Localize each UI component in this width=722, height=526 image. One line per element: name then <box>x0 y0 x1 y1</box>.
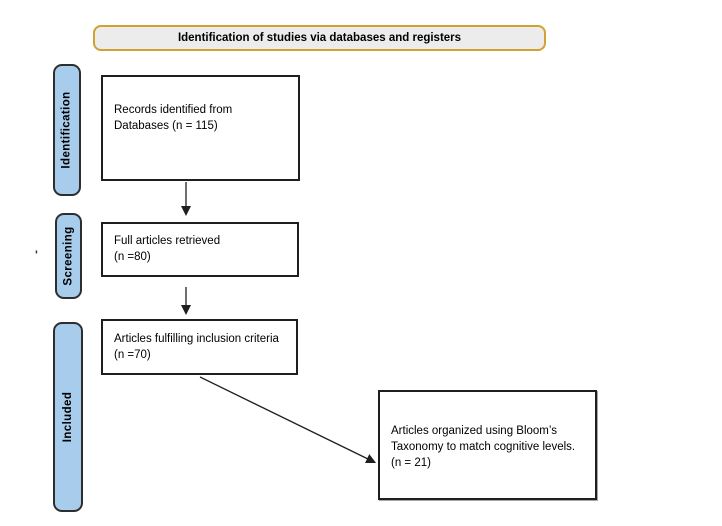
banner-label: Identification of studies via databases … <box>177 32 462 44</box>
flow-box-blooms-taxonomy: Articles organized using Bloom’s Taxonom… <box>378 390 597 500</box>
stage-included: Included <box>53 322 83 512</box>
stray-mark: ' <box>35 248 38 262</box>
flow-box-inclusion-criteria: Articles fulfilling inclusion criteria (… <box>101 319 298 375</box>
stage-included-label: Included <box>62 391 75 443</box>
stage-screening: Screening <box>55 213 82 299</box>
flow-box-full-articles-retrieved: Full articles retrieved (n =80) <box>101 222 299 277</box>
flow-box-records-identified: Records identified from Databases (n = 1… <box>101 75 300 181</box>
stage-identification-label: Identification <box>61 91 73 169</box>
banner-box: Identification of studies via databases … <box>93 25 546 51</box>
stage-screening-label: Screening <box>62 226 75 286</box>
stage-identification: Identification <box>53 64 81 196</box>
arrow-criteria-to-taxonomy <box>199 376 377 464</box>
